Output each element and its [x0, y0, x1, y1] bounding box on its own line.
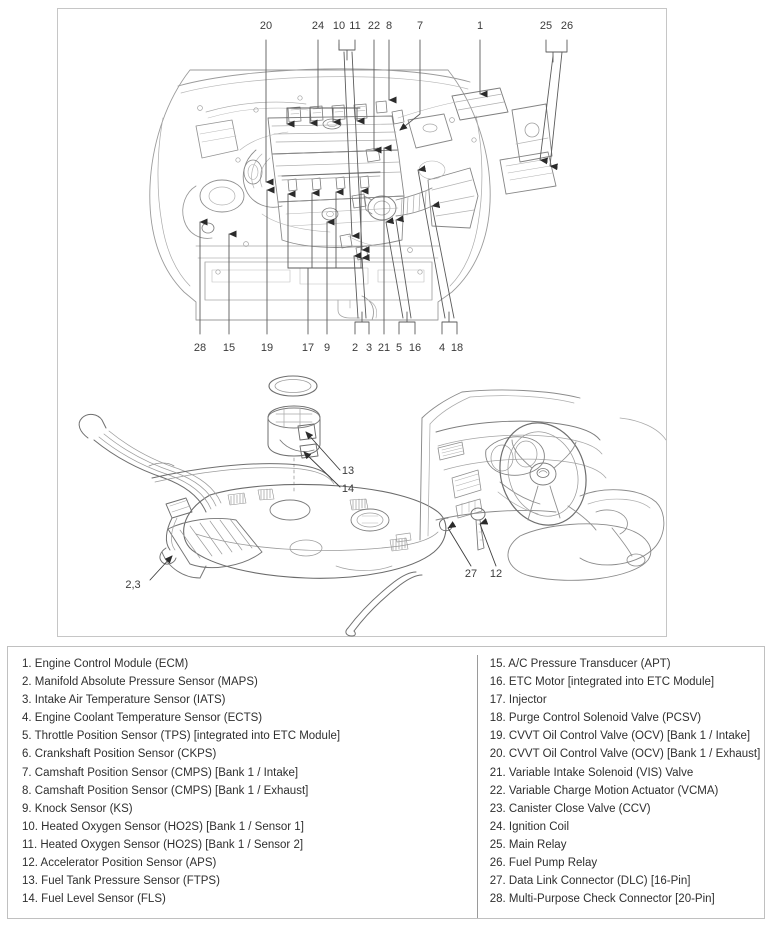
callout-number-fuel-tank: 14 [341, 483, 355, 495]
legend-item: 5. Throttle Position Sensor (TPS) [integ… [22, 730, 341, 743]
legend-item: 17. Injector [489, 694, 547, 707]
legend-item: 25. Main Relay [489, 838, 567, 851]
legend-item: 14. Fuel Level Sensor (FLS) [22, 893, 166, 906]
callout-number-top: 26 [560, 20, 574, 32]
legend-item: 24. Ignition Coil [489, 820, 570, 833]
legend-column-left: 1. Engine Control Module (ECM) 2. Manifo… [8, 655, 477, 918]
legend-item: 20. CVVT Oil Control Valve (OCV) [Bank 1… [489, 748, 761, 761]
legend-item: 3. Intake Air Temperature Sensor (IATS) [22, 694, 226, 707]
callout-number-top: 22 [367, 20, 381, 32]
callout-number-bottom: 18 [450, 342, 464, 354]
callout-number-bottom: 3 [365, 342, 373, 354]
callout-number-bottom: 15 [222, 342, 236, 354]
legend-item: 23. Canister Close Valve (CCV) [489, 802, 651, 815]
legend-item: 10. Heated Oxygen Sensor (HO2S) [Bank 1 … [22, 820, 304, 833]
callout-number-bottom: 9 [323, 342, 331, 354]
legend-item: 6. Crankshaft Position Sensor (CKPS) [22, 748, 217, 761]
callout-number-bottom: 4 [438, 342, 446, 354]
callout-number-top: 8 [385, 20, 393, 32]
callout-number-interior: 12 [489, 568, 503, 580]
legend-column-right: 15. A/C Pressure Transducer (APT) 16. ET… [476, 655, 764, 918]
callout-number-interior: 27 [464, 568, 478, 580]
callout-number-bottom: 5 [395, 342, 403, 354]
callout-number-bottom: 16 [408, 342, 422, 354]
legend-item: 15. A/C Pressure Transducer (APT) [489, 658, 671, 670]
callout-number-fuel-tank: 13 [341, 465, 355, 477]
diagram-frame [57, 8, 667, 637]
callout-number-bottom: 17 [301, 342, 315, 354]
callout-number-top: 7 [416, 20, 424, 32]
component-legend: 1. Engine Control Module (ECM) 2. Manifo… [7, 646, 765, 919]
legend-item: 2. Manifold Absolute Pressure Sensor (MA… [22, 676, 258, 689]
legend-item: 12. Accelerator Position Sensor (APS) [22, 857, 217, 870]
legend-item: 7. Camshaft Position Sensor (CMPS) [Bank… [22, 766, 299, 779]
legend-item: 1. Engine Control Module (ECM) [22, 658, 189, 670]
callout-number-top: 11 [349, 20, 361, 32]
legend-item: 16. ETC Motor [integrated into ETC Modul… [489, 676, 715, 689]
legend-item: 11. Heated Oxygen Sensor (HO2S) [Bank 1 … [22, 838, 304, 851]
callout-number-top: 25 [539, 20, 553, 32]
callout-number-top: 24 [311, 20, 325, 32]
legend-item: 28. Multi-Purpose Check Connector [20-Pi… [489, 893, 715, 906]
callout-number-top: 10 [332, 20, 346, 32]
legend-item: 26. Fuel Pump Relay [489, 857, 598, 870]
callout-number-bottom: 19 [260, 342, 274, 354]
legend-item: 8. Camshaft Position Sensor (CMPS) [Bank… [22, 784, 309, 797]
callout-number-top: 1 [476, 20, 484, 32]
legend-item: 22. Variable Charge Motion Actuator (VCM… [489, 784, 719, 797]
legend-item: 13. Fuel Tank Pressure Sensor (FTPS) [22, 875, 220, 888]
callout-number-bottom: 21 [377, 342, 391, 354]
callout-number-bottom: 28 [193, 342, 207, 354]
legend-item: 18. Purge Control Solenoid Valve (PCSV) [489, 712, 702, 725]
legend-item: 21. Variable Intake Solenoid (VIS) Valve [489, 766, 694, 779]
legend-item: 19. CVVT Oil Control Valve (OCV) [Bank 1… [489, 730, 751, 743]
legend-item: 9. Knock Sensor (KS) [22, 802, 133, 815]
callout-number-bottom: 2 [351, 342, 359, 354]
callout-number-top: 20 [259, 20, 273, 32]
callout-number-fuel-tank: 2,3 [125, 579, 141, 591]
legend-item: 27. Data Link Connector (DLC) [16-Pin] [489, 875, 691, 888]
legend-item: 4. Engine Coolant Temperature Sensor (EC… [22, 712, 263, 725]
